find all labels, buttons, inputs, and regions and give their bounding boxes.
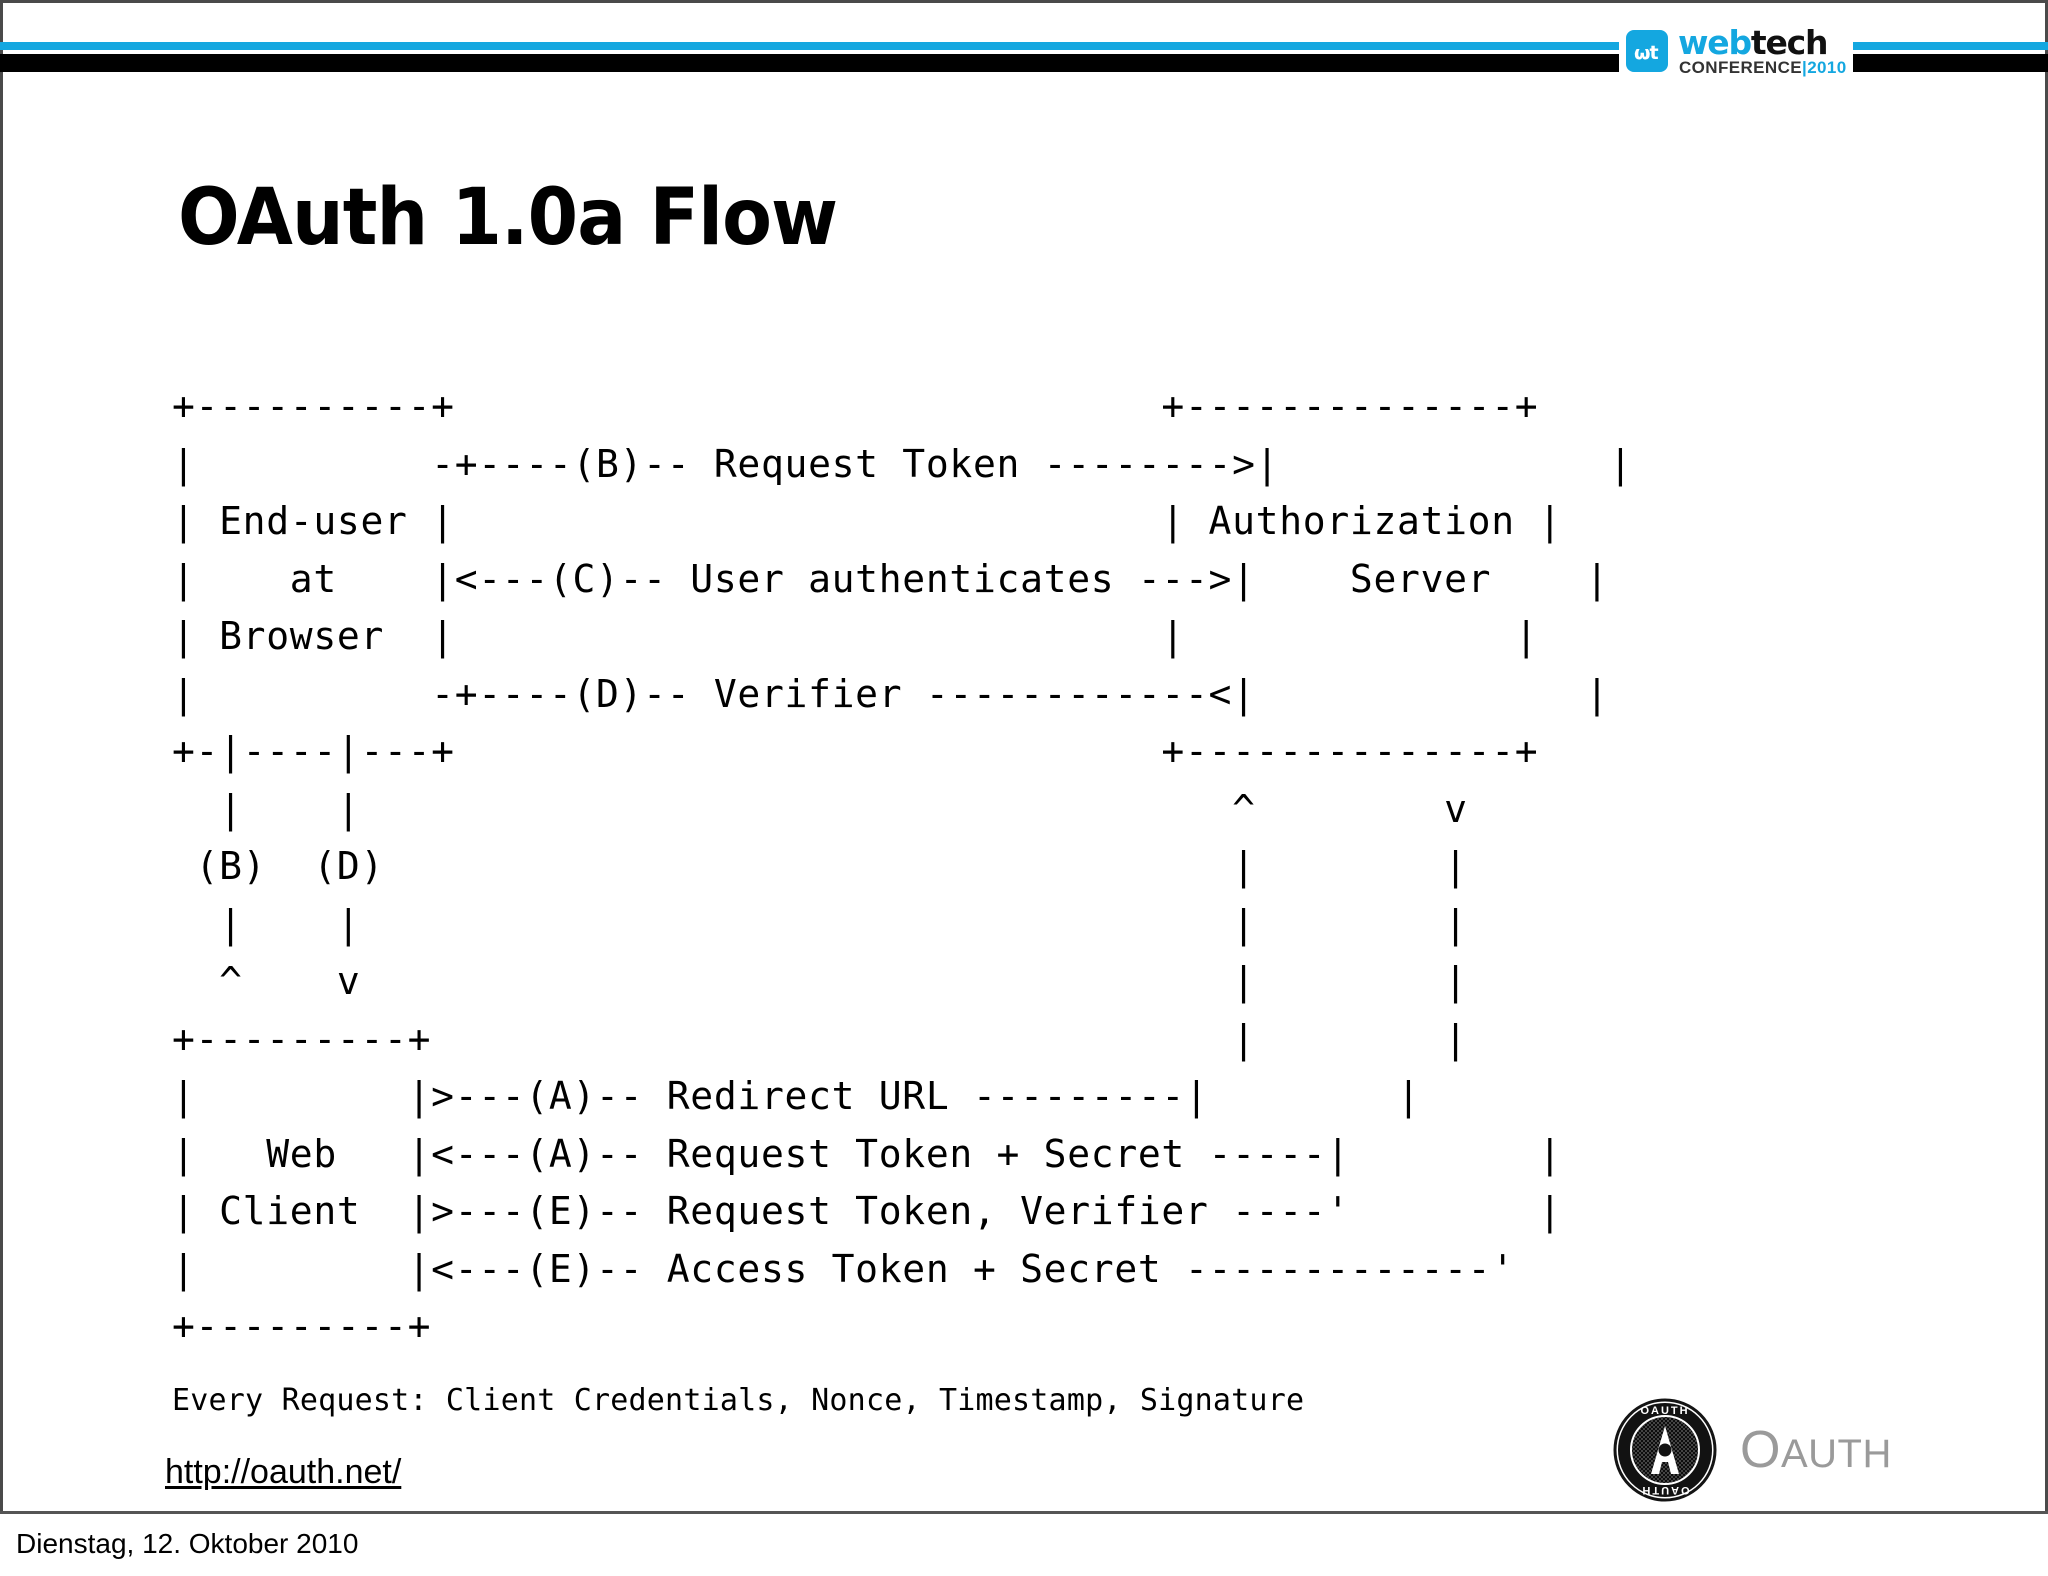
header-rule-black-right bbox=[1853, 54, 2048, 72]
page-title: OAuth 1.0a Flow bbox=[178, 173, 838, 263]
svg-text:OAUTH: OAUTH bbox=[1640, 1405, 1689, 1417]
webtech-mark-icon: ωt bbox=[1626, 30, 1668, 72]
oauth-wordmark: OAUTH bbox=[1740, 1420, 1892, 1484]
webtech-subtitle: CONFERENCE|2010 bbox=[1679, 59, 1847, 77]
oauth-wordmark-o: O bbox=[1740, 1421, 1781, 1479]
slide-border-right bbox=[2045, 0, 2048, 1513]
slide-border-bottom bbox=[0, 1511, 2048, 1514]
webtech-subtitle-bar: | bbox=[1802, 58, 1808, 77]
oauth-flow-ascii-diagram: +----------+ +--------------+ | -+----(B… bbox=[172, 384, 1633, 1348]
webtech-wordmark-tech: tech bbox=[1750, 23, 1829, 62]
header-rule-blue-right bbox=[1853, 42, 2048, 50]
slide-border-top bbox=[0, 0, 2048, 3]
svg-text:OAUTH: OAUTH bbox=[1640, 1484, 1689, 1496]
oauth-badge-icon: OAUTH OAUTH bbox=[1613, 1398, 1717, 1502]
oauth-net-link[interactable]: http://oauth.net/ bbox=[165, 1453, 402, 1491]
webtech-conference-logo: ωt webtech CONFERENCE|2010 bbox=[1626, 24, 1852, 84]
webtech-subtitle-conference: CONFERENCE bbox=[1679, 58, 1803, 77]
header-rule-blue bbox=[0, 42, 2048, 50]
webtech-wordmark-web: web bbox=[1678, 23, 1752, 62]
webtech-mark-glyph: ωt bbox=[1634, 42, 1659, 64]
oauth-wordmark-auth: AUTH bbox=[1780, 1432, 1892, 1476]
slide-border-left bbox=[0, 0, 3, 1513]
footer-date: Dienstag, 12. Oktober 2010 bbox=[16, 1528, 359, 1559]
webtech-subtitle-year: 2010 bbox=[1807, 58, 1847, 77]
header-rule-black bbox=[0, 54, 2048, 72]
every-request-note: Every Request: Client Credentials, Nonce… bbox=[172, 1383, 1305, 1418]
webtech-wordmark: webtech bbox=[1678, 23, 1829, 62]
